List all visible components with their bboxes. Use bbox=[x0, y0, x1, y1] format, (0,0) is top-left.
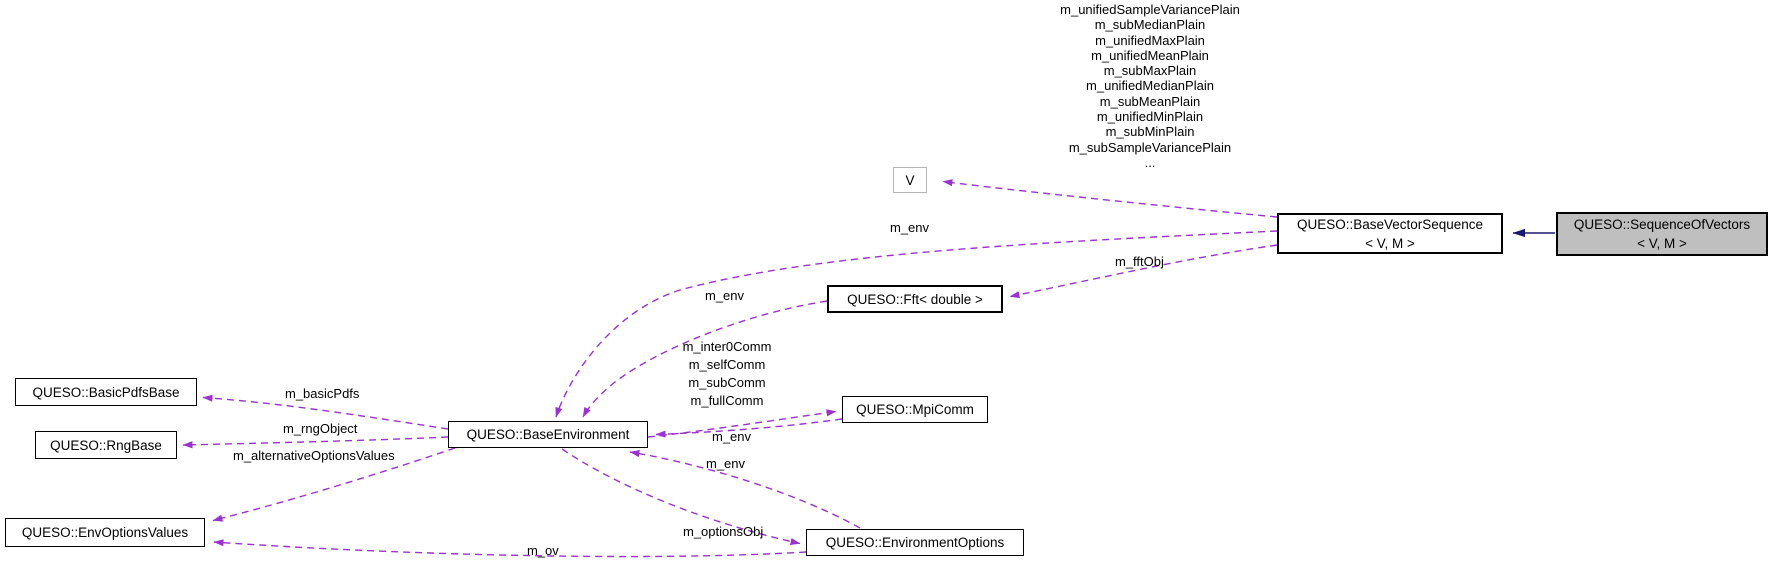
node-label-template-args: < V, M > bbox=[1637, 236, 1687, 251]
node-mpi-comm[interactable]: QUESO::MpiComm bbox=[842, 396, 988, 423]
edge-label-vector-members: m_unifiedSampleVariancePlain m_subMedian… bbox=[1040, 2, 1260, 170]
edge-baseenvironment-to-rngbase bbox=[182, 436, 449, 449]
edge-label-comm-members: m_inter0Comm m_selfComm m_subComm m_full… bbox=[652, 338, 802, 410]
edge-label-m-fullcomm: m_fullComm bbox=[690, 393, 764, 408]
edge-label-m-ov: m_ov bbox=[527, 543, 559, 558]
member-label: m_subMinPlain bbox=[1105, 124, 1195, 140]
node-base-vector-sequence[interactable]: QUESO::BaseVectorSequence < V, M > bbox=[1277, 213, 1503, 254]
edge-label-m-env-environmentoptions: m_env bbox=[706, 456, 746, 471]
node-template-param-v: V bbox=[893, 167, 927, 193]
edge-baseenvironment-to-basicpdfsbase bbox=[202, 394, 449, 430]
member-label: m_unifiedMinPlain bbox=[1096, 109, 1204, 125]
edge-bvs-to-fft bbox=[1009, 244, 1278, 299]
edge-label-m-env-fft: m_env bbox=[705, 288, 745, 303]
edge-label-m-fftobj: m_fftObj bbox=[1115, 254, 1164, 269]
node-label: QUESO::BasicPdfsBase bbox=[32, 384, 180, 400]
edge-bvs-to-v bbox=[942, 179, 1278, 218]
edge-fft-to-baseenvironment bbox=[582, 300, 828, 418]
edge-environmentoptions-to-baseenvironment bbox=[629, 450, 861, 529]
node-basic-pdfs-base[interactable]: QUESO::BasicPdfsBase bbox=[15, 378, 197, 406]
node-label: QUESO::RngBase bbox=[50, 437, 162, 453]
node-label: QUESO::BaseEnvironment bbox=[466, 427, 630, 442]
edge-baseenvironment-to-envoptionsvalues bbox=[212, 447, 456, 522]
node-label: QUESO::Fft< double > bbox=[847, 291, 983, 307]
member-label: ... bbox=[1144, 154, 1156, 170]
edge-label-m-inter0comm: m_inter0Comm bbox=[682, 339, 772, 354]
member-label: m_unifiedMedianPlain bbox=[1086, 78, 1214, 94]
node-sequence-of-vectors-current: QUESO::SequenceOfVectors < V, M > bbox=[1556, 212, 1768, 256]
member-label: m_subMedianPlain bbox=[1094, 17, 1206, 33]
edge-label-m-optionsobj: m_optionsObj bbox=[683, 524, 764, 539]
edge-label-m-alternativeoptionsvalues: m_alternativeOptionsValues bbox=[233, 448, 395, 463]
edge-label-m-env-mpicomm: m_env bbox=[712, 429, 752, 444]
node-label: QUESO::MpiComm bbox=[856, 402, 974, 417]
node-fft[interactable]: QUESO::Fft< double > bbox=[827, 285, 1003, 313]
node-label: QUESO::EnvOptionsValues bbox=[21, 525, 189, 540]
member-label: m_subMeanPlain bbox=[1099, 93, 1201, 109]
member-label: m_unifiedSampleVariancePlain bbox=[1060, 2, 1240, 17]
node-base-environment[interactable]: QUESO::BaseEnvironment bbox=[448, 421, 648, 448]
edge-label-m-env-bvs: m_env bbox=[890, 220, 930, 235]
node-label: QUESO::EnvironmentOptions bbox=[825, 535, 1005, 550]
node-label-template-args: < V, M > bbox=[1365, 235, 1415, 251]
node-rng-base[interactable]: QUESO::RngBase bbox=[35, 431, 177, 459]
edge-baseenvironment-to-environmentoptions bbox=[561, 448, 801, 545]
member-label: m_unifiedMaxPlain bbox=[1095, 32, 1205, 48]
node-label: V bbox=[905, 172, 915, 188]
edge-mpicomm-to-baseenvironment bbox=[655, 418, 843, 438]
node-env-options-values[interactable]: QUESO::EnvOptionsValues bbox=[5, 518, 205, 547]
member-label: m_subMaxPlain bbox=[1103, 63, 1197, 79]
edge-environmentoptions-to-envoptionsvalues bbox=[213, 539, 807, 558]
node-label: QUESO::SequenceOfVectors bbox=[1573, 217, 1751, 232]
node-environment-options[interactable]: QUESO::EnvironmentOptions bbox=[806, 529, 1024, 556]
member-label: m_subSampleVariancePlain bbox=[1068, 139, 1232, 155]
node-label: QUESO::BaseVectorSequence bbox=[1296, 216, 1484, 232]
edge-label-m-selfcomm: m_selfComm bbox=[688, 357, 766, 372]
edge-label-m-rngobject: m_rngObject bbox=[283, 421, 358, 436]
edge-label-m-subcomm: m_subComm bbox=[688, 375, 766, 390]
member-label: m_unifiedMeanPlain bbox=[1091, 47, 1209, 63]
edge-label-m-basicpdfs: m_basicPdfs bbox=[285, 386, 360, 401]
